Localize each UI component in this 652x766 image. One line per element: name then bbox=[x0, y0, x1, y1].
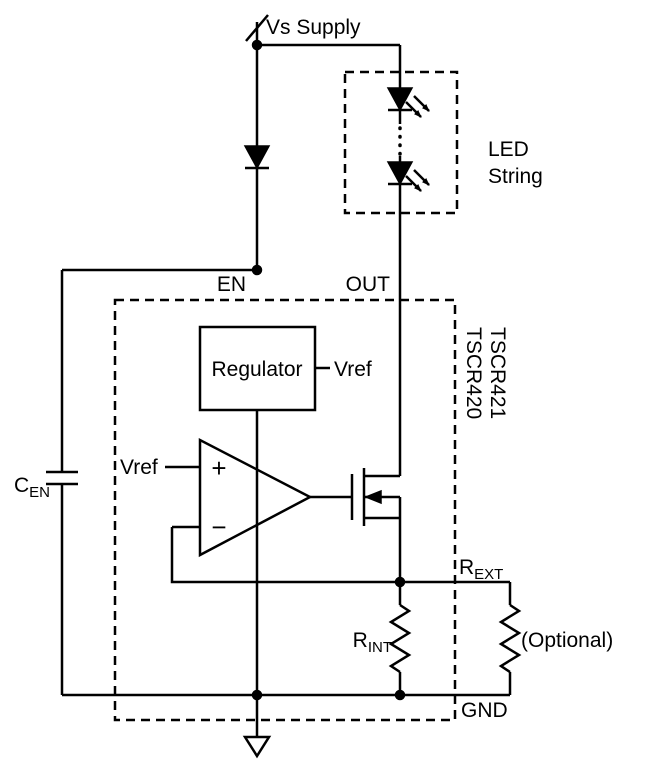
ground-symbol-icon bbox=[242, 735, 272, 759]
led-emission-arrow-icon bbox=[405, 101, 422, 118]
rint-subscript: INT bbox=[368, 639, 392, 656]
en-pin-label: EN bbox=[217, 273, 246, 296]
rext-symbol: R bbox=[459, 556, 474, 579]
regulator-label: Regulator bbox=[211, 358, 302, 381]
junction-dot bbox=[251, 264, 263, 276]
led-emission-arrow-icon bbox=[413, 95, 430, 112]
led-1 bbox=[386, 87, 430, 118]
junction-dot bbox=[394, 689, 406, 701]
part-number-label-2: TSCR421 bbox=[486, 327, 509, 419]
led-string-label-line2: String bbox=[488, 165, 543, 188]
diode-triangle bbox=[243, 145, 271, 170]
led-emission-arrow-icon bbox=[413, 169, 430, 186]
nmos-transistor bbox=[350, 468, 400, 526]
rext-subscript: EXT bbox=[474, 566, 503, 583]
opamp-minus-label: − bbox=[211, 512, 226, 542]
vref-output-label: Vref bbox=[334, 358, 372, 381]
feedback-wire bbox=[170, 527, 400, 584]
opamp-plus-label: + bbox=[211, 453, 226, 483]
rext-label: REXT bbox=[459, 556, 503, 583]
ic-boundary-box bbox=[113, 298, 457, 722]
opamp-triangle bbox=[198, 437, 313, 558]
optional-resistor bbox=[498, 603, 522, 674]
gnd-pin-label: GND bbox=[461, 699, 508, 722]
junction-dot bbox=[251, 39, 263, 51]
led-triangle bbox=[386, 161, 414, 186]
vref-input-label: Vref bbox=[120, 456, 158, 479]
rint-resistor bbox=[388, 603, 412, 674]
optional-label: (Optional) bbox=[521, 629, 613, 652]
part-number-label-1: TSCR420 bbox=[462, 327, 485, 419]
led-2 bbox=[386, 161, 430, 192]
cen-symbol: C bbox=[14, 474, 29, 497]
supply-slash-icon bbox=[245, 14, 269, 42]
out-pin-label: OUT bbox=[346, 273, 391, 296]
body-arrow-icon bbox=[363, 489, 382, 505]
vs-supply-label: Vs Supply bbox=[266, 16, 361, 39]
led-emission-arrow-icon bbox=[405, 175, 422, 192]
cen-capacitor bbox=[46, 470, 78, 486]
cen-subscript: EN bbox=[29, 484, 50, 501]
rint-label: RINT bbox=[353, 629, 392, 656]
cen-label: CEN bbox=[14, 474, 50, 501]
rint-symbol: R bbox=[353, 629, 368, 652]
blocking-diode bbox=[243, 145, 271, 170]
led-triangle bbox=[386, 87, 414, 112]
led-string-label-line1: LED bbox=[488, 138, 529, 161]
